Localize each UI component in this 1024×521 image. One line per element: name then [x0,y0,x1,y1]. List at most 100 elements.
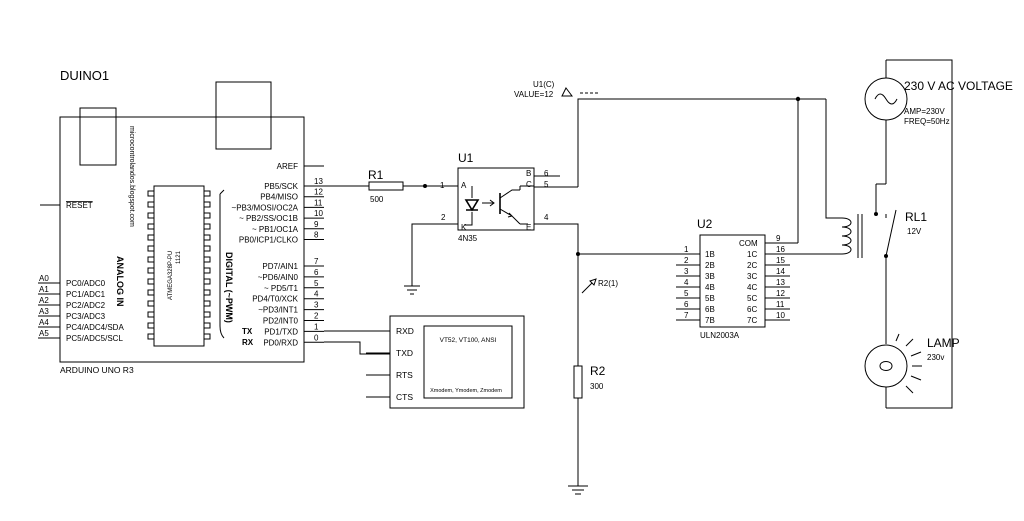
terminal-pin-label: TXD [396,348,413,358]
chip-pin [203,311,211,318]
chip-name: ATMEGA328P-PU [168,251,174,300]
probe-u1-value: VALUE=12 [514,90,554,99]
r2-name: R2 [590,364,606,378]
chip-pin [203,289,211,296]
chip-pin [203,245,211,252]
chip-pin [147,256,155,263]
chip-number: 1121 [176,250,182,264]
ground-icon [404,285,420,295]
chip-pin [203,234,211,241]
chip-pin [203,212,211,219]
ground-icon [568,485,588,495]
terminal-line2: Xmodem, Ymodem, Zmodem [430,388,502,394]
ac-source[interactable]: 230 V AC VOLTAGE AMP=230V FREQ=50Hz [864,59,1013,409]
u1-pin-e: E [526,223,531,232]
analog-pin-num: A5 [39,329,49,338]
chip-pin [147,190,155,197]
u2-output-pin-num: 15 [776,256,785,265]
u2-input-pin-num: 3 [684,267,689,276]
u2-output-pin-label: 7C [747,316,757,325]
chip-pins [147,190,211,340]
digital-pin-label: ~PD3/INT1 [258,306,298,315]
digital-pin-label: ~ PB1/OC1A [252,225,299,234]
r1-body [368,181,404,191]
digital-pin-label: PD0/RXD [263,338,298,347]
lamp-value: 230v [927,353,944,362]
lamp[interactable]: LAMP 230v [864,256,960,408]
u2-output-pin-num: 14 [776,267,785,276]
com-net [765,96,842,255]
relay-name: RL1 [905,210,927,224]
arduino-board[interactable]: DUINO1 ARDUINO UNO R3 microcontrolandos.… [38,68,324,375]
analog-pin-label: PC0/ADC0 [66,279,106,288]
reset-label: RESET [66,201,93,210]
rxd-wire [324,341,390,355]
u2-com-num: 9 [776,234,781,243]
virtual-terminal[interactable]: VT52, VT100, ANSI Xmodem, Ymodem, Zmodem… [324,315,525,409]
u2-input-pin-label: 3B [705,272,715,281]
u1-pin-a: A [461,181,467,190]
terminal-line1: VT52, VT100, ANSI [440,337,497,344]
transistor-icon [499,189,521,225]
u1-name: U1 [458,151,474,165]
u2-input-pin-label: 5B [705,294,715,303]
analog-pin-num: A0 [39,274,49,283]
chip-pin [203,278,211,285]
relay-switch-arm [885,209,897,257]
digital-pin-num: 8 [314,231,319,240]
tx-label: TX [242,327,253,336]
u2-part: ULN2003A [700,331,740,340]
led-icon [464,199,480,212]
u1-part: 4N35 [458,234,478,243]
chip-pin [203,322,211,329]
optocoupler-u1[interactable]: U1 4N35 A K B C E 2 6 5 4 [441,151,578,243]
u2-output-pin-num: 13 [776,278,785,287]
resistor-r2[interactable]: R2 300 [568,364,606,495]
analog-pin-label: PC3/ADC3 [66,312,106,321]
u2-output-pin-label: 6C [747,305,757,314]
u2-input-pin-label: 2B [705,261,715,270]
relay-contact-dot [874,212,878,216]
u2-body [699,234,766,328]
chip-pin [147,223,155,230]
light-arrow-icon [482,199,495,207]
u2-output-pin-num: 11 [776,300,785,309]
relay-value: 12V [907,227,922,236]
probe-u1c[interactable]: U1(C) VALUE=12 [514,80,826,187]
probe-r2-label: R2(1) [598,279,618,288]
resistor-r1[interactable]: R1 500 1 [304,168,458,204]
chip-pin [147,278,155,285]
digital-pin-num: 5 [314,279,319,288]
digital-pin-num: 3 [314,301,319,310]
lamp-name: LAMP [927,336,960,350]
terminal-pin-label: CTS [396,392,413,402]
digital-pin-num: 11 [314,198,323,207]
u2-output-pin-label: 4C [747,283,757,292]
analog-pins: A0PC0/ADC0A1PC1/ADC1A2PC2/ADC2A3PC3/ADC3… [38,274,124,343]
u1-pin-2-num: 2 [441,213,446,222]
atmega-chip: ATMEGA328P-PU 1121 [147,185,211,347]
u2-input-pin-num: 4 [684,278,689,287]
digital-pin-label: ~PB3/MOSI/OC2A [232,203,299,212]
chip-pin [147,201,155,208]
u2-output-pin-label: 5C [747,294,757,303]
u2-input-pin-num: 7 [684,311,689,320]
digital-pin-label: PD7/AIN1 [262,262,298,271]
chip-pin [203,190,211,197]
u2-input-pin-num: 5 [684,289,689,298]
probe-r2[interactable]: R2(1) [581,278,618,294]
wire [577,98,826,187]
u1-body [457,167,535,231]
chip-pin [147,245,155,252]
lamp-icon [864,344,908,388]
digital-pin-label: ~ PB2/SS/OC1B [239,214,298,223]
chip-pin [147,311,155,318]
chip-pin [147,267,155,274]
relay-rl1[interactable]: RL1 12V [841,184,927,258]
arduino-model: ARDUINO UNO R3 [60,365,134,375]
digital-pin-num: 12 [314,188,323,197]
emitter-net [560,223,700,366]
